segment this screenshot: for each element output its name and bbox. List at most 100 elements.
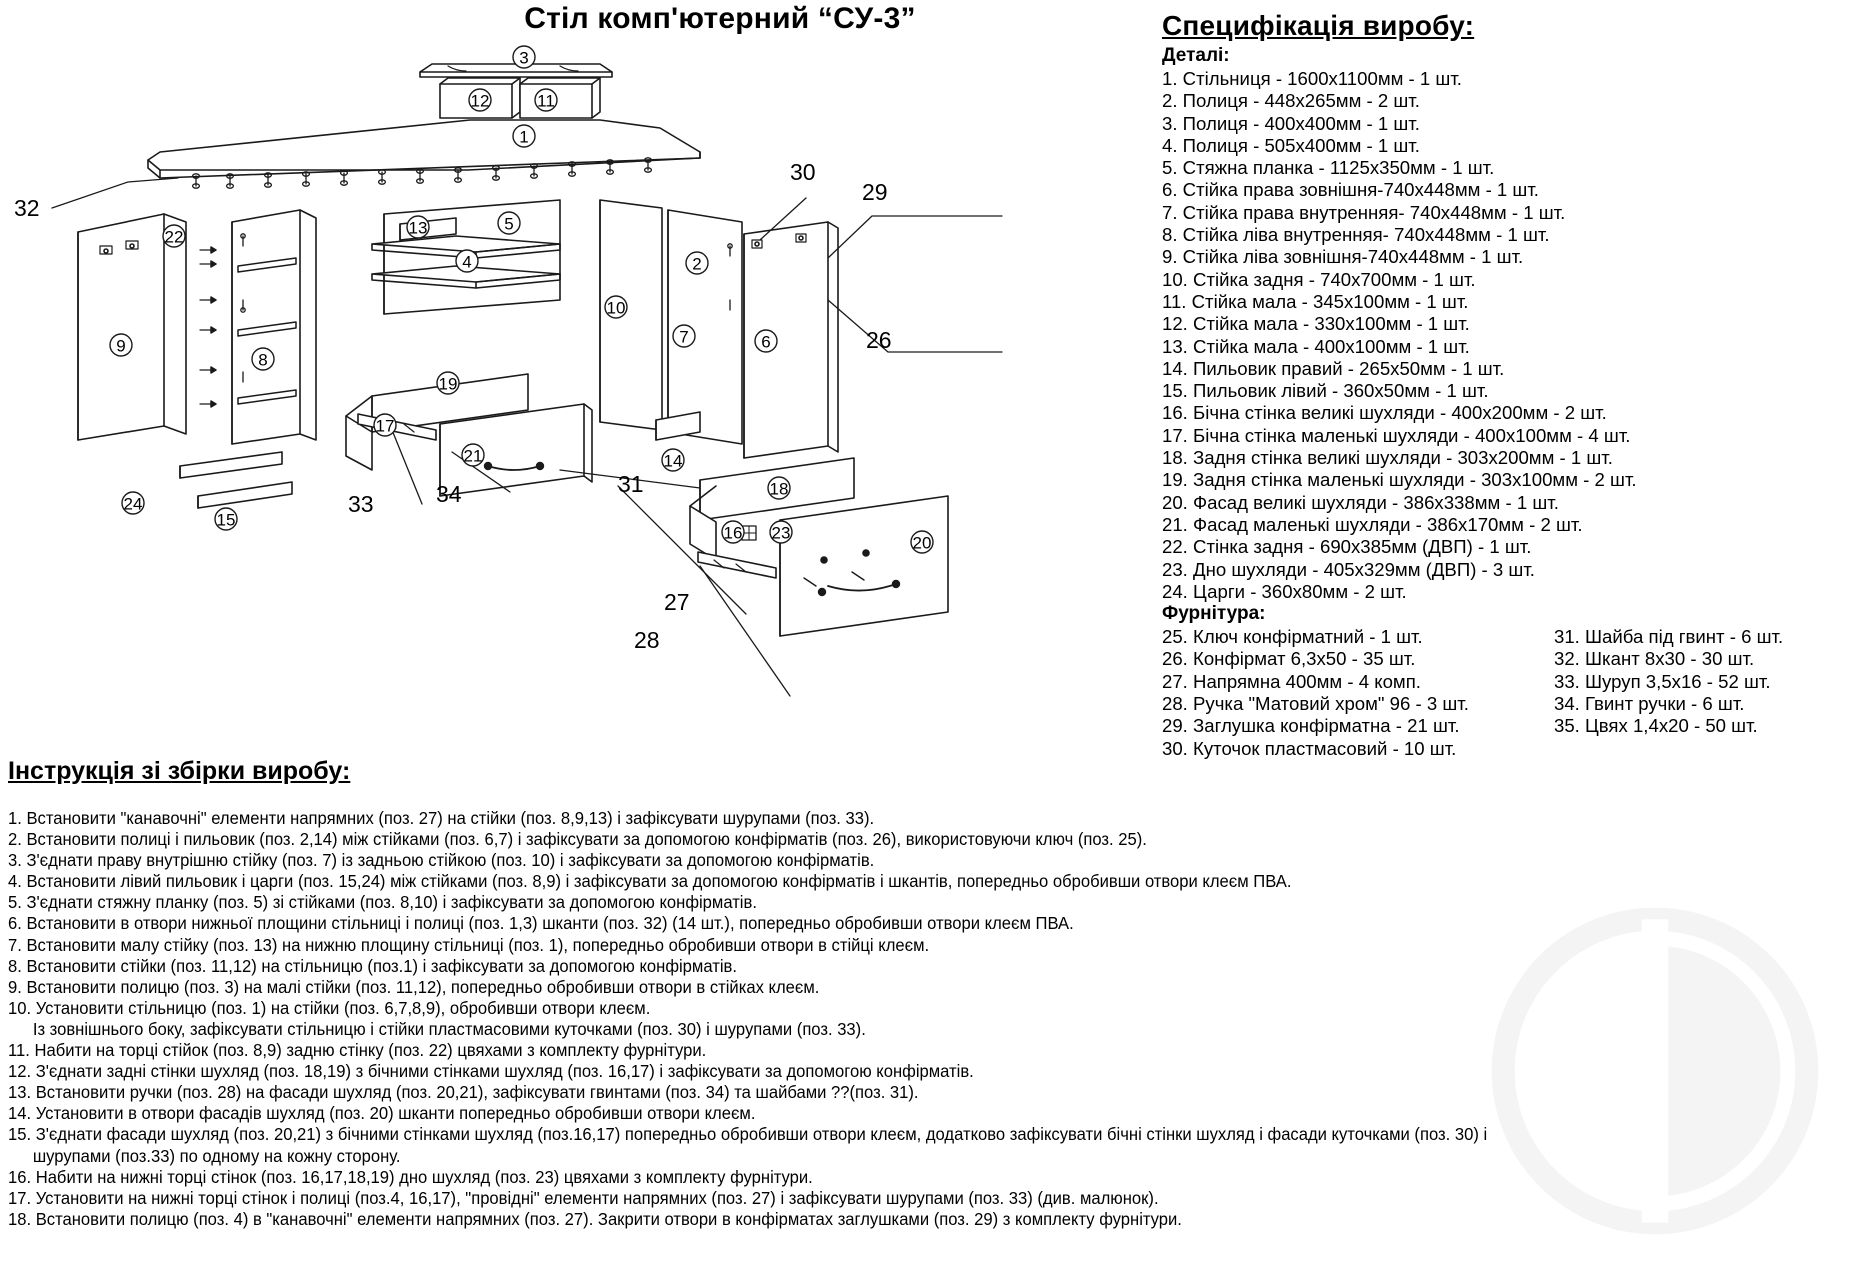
svg-text:16: 16 [724,524,743,543]
part-shelf-3 [419,63,613,78]
part-dust-board-14 [655,411,701,441]
part-list-item: 2. Полиця - 448х265мм - 2 шт. [1162,90,1420,112]
parts-list: 1. Стільниця - 1600х1100мм - 1 шт.2. Пол… [1162,68,1852,603]
part-list-item: 4. Полиця - 505х400мм - 1 шт. [1162,134,1420,156]
svg-text:13: 13 [409,219,428,238]
instruction-step: 17. Установити на нижні торці стінок і п… [8,1187,1159,1208]
svg-text:33: 33 [348,491,374,517]
svg-text:21: 21 [464,447,483,466]
svg-text:27: 27 [664,589,690,615]
hardware-list-item: 32. Шкант 8х30 - 30 шт. [1554,648,1755,670]
leader-lines [51,177,1003,697]
svg-text:18: 18 [770,480,789,499]
instructions-panel: Інструкція зі збірки виробу: 1. Встанови… [8,757,1488,1230]
part-list-item: 16. Бічна стінка великі шухляди - 400х20… [1162,402,1607,424]
svg-text:22: 22 [165,228,184,247]
svg-text:24: 24 [124,495,143,514]
part-rails-24-15 [179,451,293,509]
instruction-step: 5. З'єднати стяжну планку (поз. 5) зі ст… [8,892,757,913]
instruction-step: 12. З'єднати задні стінки шухляд (поз. 1… [8,1061,974,1082]
part-shelf-4 [371,235,561,289]
part-list-item: 22. Стінка задня - 690х385мм (ДВП) - 1 ш… [1162,536,1532,558]
specification-heading: Специфікація виробу: [1162,10,1475,41]
part-list-item: 24. Царги - 360х80мм - 2 шт. [1162,580,1407,602]
hardware-heading: Фурнітура: [1162,603,1266,625]
svg-text:31: 31 [618,471,644,497]
part-list-item: 10. Стійка задня - 740х700мм - 1 шт. [1162,268,1476,290]
part-list-item: 15. Пильовик лівий - 360х50мм - 1 шт. [1162,380,1489,402]
hardware-list-item: 35. Цвях 1,4х20 - 50 шт. [1554,715,1758,737]
part-list-item: 8. Стійка ліва внутренняя- 740х448мм - 1… [1162,224,1550,246]
svg-text:29: 29 [862,179,888,205]
svg-text:34: 34 [436,481,462,507]
part-list-item: 11. Стійка мала - 345х100мм - 1 шт. [1162,290,1469,312]
hardware-list-right: 31. Шайба під гвинт - 6 шт.32. Шкант 8х3… [1554,626,1854,737]
instructions-heading: Інструкція зі збірки виробу: [8,757,351,785]
svg-text:4: 4 [462,253,471,272]
parts-heading: Деталі: [1162,45,1230,66]
svg-text:26: 26 [866,327,892,353]
instruction-step: 4. Встановити лівий пильовик і царги (по… [8,871,1292,892]
part-list-item: 7. Стійка права внутренняя- 740х448мм - … [1162,201,1566,223]
svg-text:30: 30 [790,159,816,185]
svg-text:28: 28 [634,627,660,653]
part-list-item: 14. Пильовик правий - 265х50мм - 1 шт. [1162,357,1505,379]
part-list-item: 6. Стійка права зовнішня-740х448мм - 1 ш… [1162,179,1539,201]
part-table-top-1 [147,119,701,189]
part-drawer-small [689,457,949,637]
instruction-step: 13. Встановити ручки (поз. 28) на фасади… [8,1082,919,1103]
svg-text:14: 14 [664,452,683,471]
svg-text:3: 3 [519,49,528,68]
specification-panel: Специфікація виробу: Деталі: 1. Стільниц… [1162,10,1852,764]
hardware-list-item: 26. Конфірмат 6,3х50 - 35 шт. [1162,648,1416,670]
part-list-item: 3. Полиця - 400х400мм - 1 шт. [1162,112,1420,134]
part-list-item: 21. Фасад маленькі шухляди - 386х170мм -… [1162,513,1583,535]
part-list-item: 20. Фасад великі шухляди - 386х338мм - 1… [1162,491,1559,513]
instruction-step: 8. Встановити стійки (поз. 11,12) на сті… [8,955,737,976]
svg-text:32: 32 [14,195,40,221]
hardware-list-item: 27. Напрямна 400мм - 4 комп. [1162,670,1421,692]
part-list-item: 23. Дно шухляди - 405х329мм (ДВП) - 3 шт… [1162,558,1535,580]
svg-text:9: 9 [116,337,125,356]
hardware-list-item: 34. Гвинт ручки - 6 шт. [1554,693,1745,715]
svg-text:5: 5 [504,215,513,234]
page-title: Стіл комп'ютерний “СУ-3” [524,2,916,35]
instruction-step: 10. Установити стільницю (поз. 1) на сті… [8,998,1106,1040]
hardware-list-item: 28. Ручка "Матовий хром" 96 - 3 шт. [1162,693,1469,715]
instruction-step: 11. Набити на торці стійок (поз. 8,9) за… [8,1040,707,1061]
instruction-step: 7. Встановити малу стійку (поз. 13) на н… [8,934,930,955]
instruction-step: 3. З'єднати праву внутрішню стійку (поз.… [8,850,875,871]
part-drawer-large [345,373,593,497]
hardware-list-item: 30. Куточок пластмасовий - 10 шт. [1162,737,1457,759]
part-list-item: 13. Стійка мала - 400х100мм - 1 шт. [1162,335,1470,357]
svg-text:1: 1 [519,128,528,147]
part-panel-7 [667,209,743,445]
hardware-list-item: 33. Шуруп 3,5х16 - 52 шт. [1554,670,1771,692]
svg-text:23: 23 [772,524,791,543]
part-stands-11-12 [439,77,601,119]
part-panel-6 [743,221,839,459]
svg-text:20: 20 [913,534,932,553]
svg-text:2: 2 [692,255,701,274]
hardware-list-left: 25. Ключ конфірматний - 1 шт.26. Конфірм… [1162,626,1552,760]
instruction-steps: 1. Встановити "канавочні" елементи напря… [8,808,1488,1230]
instruction-step: 16. Набити на нижні торці стінок (поз. 1… [8,1166,813,1187]
part-list-item: 9. Стійка ліва зовнішня-740х448мм - 1 шт… [1162,246,1524,268]
instruction-step: 18. Встановити полицю (поз. 4) в "канаво… [8,1208,1182,1229]
svg-text:6: 6 [761,333,770,352]
part-list-item: 18. Задня стінка великі шухляди - 303х20… [1162,447,1613,469]
watermark-logo [1491,907,1819,1235]
svg-text:8: 8 [258,351,267,370]
svg-text:17: 17 [376,417,395,436]
part-panel-9 [77,213,187,441]
svg-text:12: 12 [471,92,490,111]
part-runners-27 [199,246,297,408]
instruction-step-continuation: шурупами (поз.33) по одному на кожну сто… [32,1145,401,1166]
svg-text:10: 10 [607,299,626,318]
instruction-step-continuation: Із зовнішнього боку, зафіксувати стільни… [32,1018,866,1039]
instruction-step: 1. Встановити "канавочні" елементи напря… [8,808,875,828]
instruction-step: 15. З'єднати фасади шухляд (поз. 20,21) … [8,1124,1488,1166]
part-list-item: 19. Задня стінка маленькі шухляди - 303х… [1162,469,1637,491]
